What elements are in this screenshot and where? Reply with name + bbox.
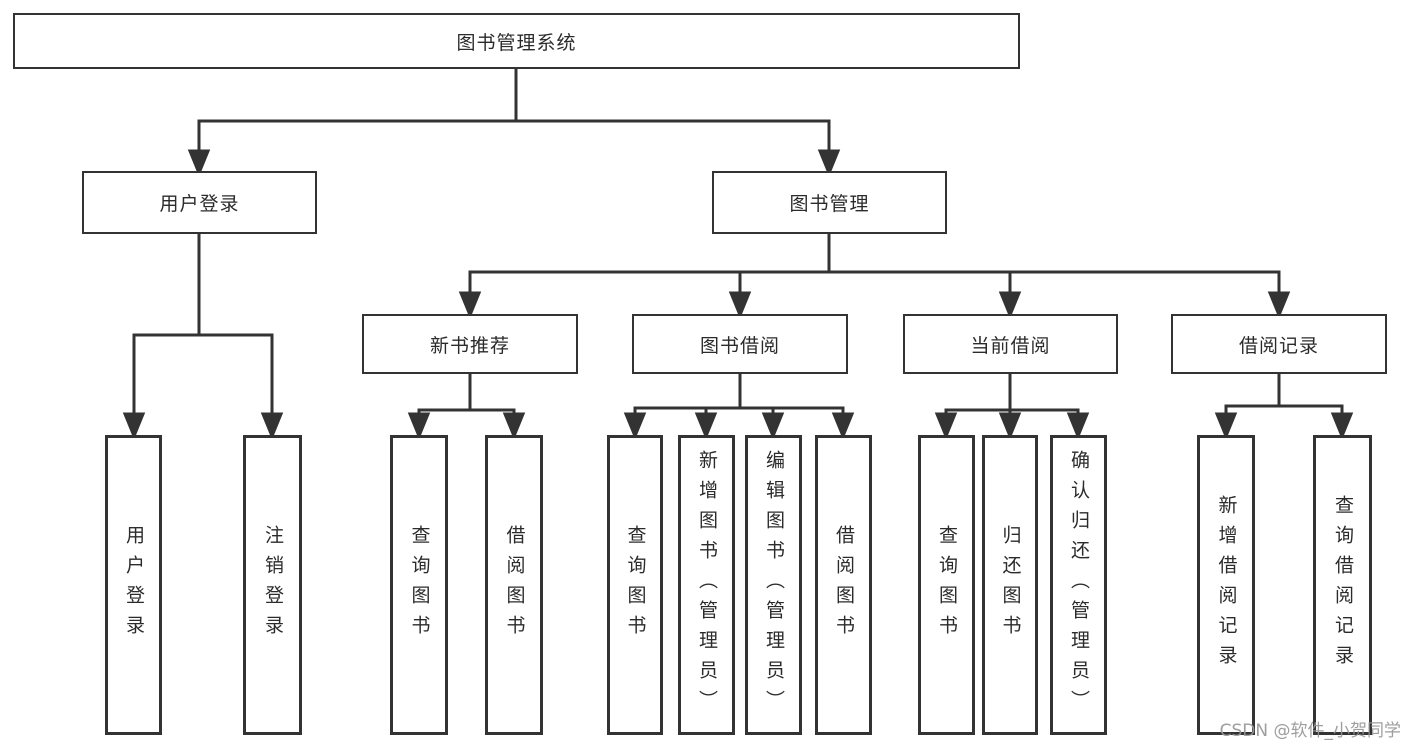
leaf-label: 借阅图书 — [503, 525, 526, 645]
leaf-current-confirm-return-admin: 确认归还（管理员） — [1050, 435, 1107, 735]
leaf-label: 查询借阅记录 — [1332, 495, 1354, 675]
leaf-logout: 注销登录 — [243, 435, 302, 735]
leaf-label: 查询图书 — [624, 525, 647, 645]
leaf-current-return-books: 归还图书 — [982, 435, 1038, 735]
node-borrow-record: 借阅记录 — [1171, 314, 1387, 374]
leaf-user-login: 用户登录 — [105, 435, 162, 735]
leaf-newbook-borrow-books: 借阅图书 — [485, 435, 543, 735]
leaf-current-query-books: 查询图书 — [918, 435, 975, 735]
leaf-label: 查询图书 — [936, 525, 958, 645]
leaf-borrow-query-books: 查询图书 — [607, 435, 663, 735]
leaf-label: 注销登录 — [262, 525, 284, 645]
node-new-book-recommend: 新书推荐 — [362, 314, 578, 374]
leaf-label: 确认归还（管理员） — [1068, 450, 1090, 720]
leaf-newbook-query-books: 查询图书 — [390, 435, 448, 735]
leaf-borrow-add-books-admin: 新增图书（管理员） — [678, 435, 735, 735]
node-root-library-system: 图书管理系统 — [13, 13, 1020, 69]
node-book-management: 图书管理 — [712, 171, 947, 234]
leaf-label: 新增图书（管理员） — [696, 450, 718, 720]
leaf-label: 归还图书 — [999, 525, 1022, 645]
leaf-label: 借阅图书 — [833, 525, 855, 645]
leaf-label: 新增借阅记录 — [1215, 495, 1238, 675]
leaf-label: 编辑图书（管理员） — [763, 450, 785, 720]
node-user-login: 用户登录 — [82, 171, 317, 234]
leaf-record-add-borrow-record: 新增借阅记录 — [1197, 435, 1255, 735]
leaf-label: 用户登录 — [123, 525, 145, 645]
leaf-borrow-borrow-books: 借阅图书 — [815, 435, 872, 735]
leaf-borrow-edit-books-admin: 编辑图书（管理员） — [745, 435, 802, 735]
leaf-label: 查询图书 — [408, 525, 431, 645]
csdn-watermark: CSDN @软件_小贺同学 — [1219, 721, 1401, 741]
node-book-borrow: 图书借阅 — [632, 314, 848, 374]
leaf-record-query-borrow-record: 查询借阅记录 — [1313, 435, 1372, 735]
node-current-borrow: 当前借阅 — [903, 314, 1118, 374]
